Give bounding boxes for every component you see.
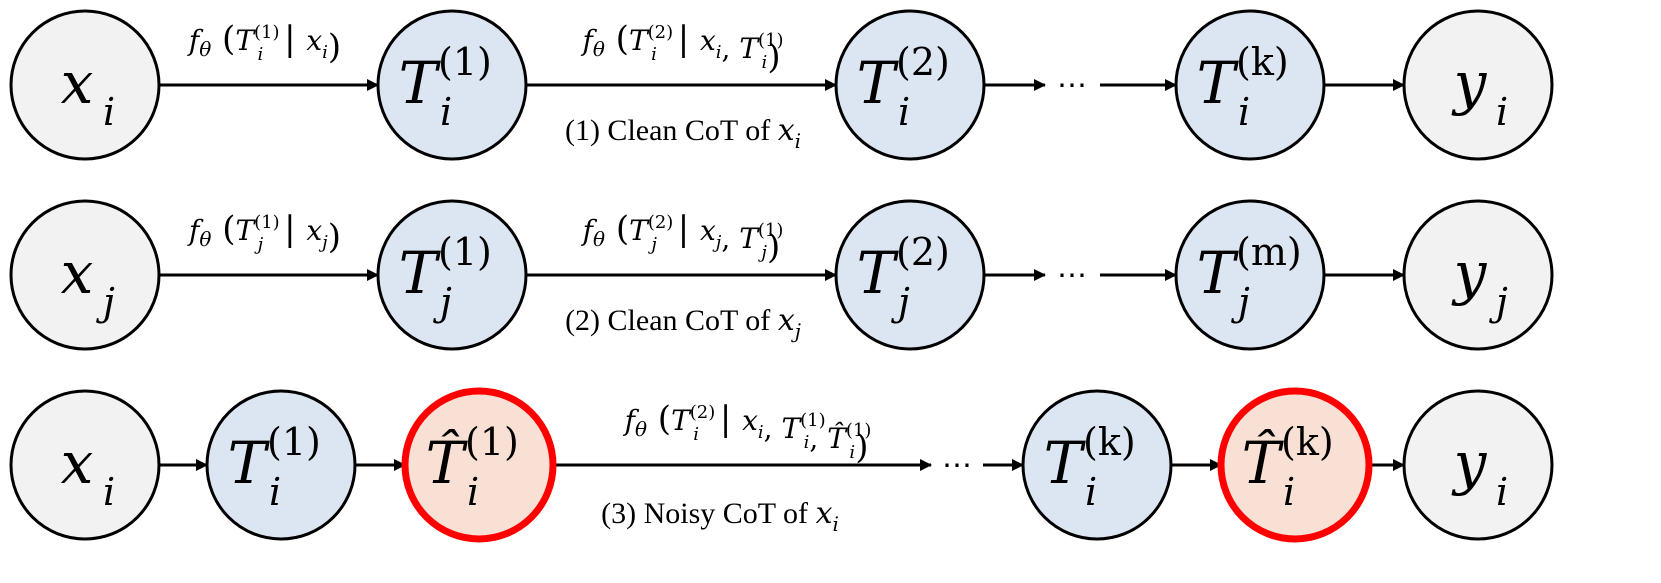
node-label: x xyxy=(61,429,94,497)
node-superscript: (1) xyxy=(465,420,519,464)
edge-probability-label: fθ (T(2)i | xi, T(1)i) xyxy=(580,19,783,77)
node-subscript: i xyxy=(440,90,452,134)
node-circle xyxy=(1174,9,1326,161)
node-circle xyxy=(401,387,557,543)
node-subscript: i xyxy=(1085,470,1097,514)
node-circle xyxy=(9,9,161,161)
node-circle xyxy=(834,9,986,161)
node-subscript: i xyxy=(103,90,115,134)
row-caption: (3) Noisy CoT of xi xyxy=(601,496,839,536)
node-label: T xyxy=(1197,239,1240,307)
node-subscript: i xyxy=(467,470,479,514)
labels-layer: ⋯ fθ (T(1)i | xi) fθ (T(2)i | xi, T(1)i) (1… xyxy=(187,19,1087,536)
node-circle xyxy=(376,9,528,161)
node-label: y xyxy=(1451,49,1488,117)
node-superscript: (1) xyxy=(267,420,321,464)
node-label: x xyxy=(61,239,94,307)
node-label: T xyxy=(1197,49,1240,117)
node-label: T̂ xyxy=(426,428,469,497)
edge-probability-label: fθ (T(1)j | xj) xyxy=(187,209,341,257)
node-circle xyxy=(1402,9,1554,161)
node-label: y xyxy=(1451,239,1488,307)
node-superscript: (k) xyxy=(1281,420,1334,464)
node-noisy: T̂i (1) xyxy=(401,387,557,543)
node-circle xyxy=(1174,199,1326,351)
node-label: y xyxy=(1451,429,1488,497)
node-superscript: (m) xyxy=(1236,230,1302,274)
node-subscript: i xyxy=(103,470,115,514)
node-superscript: (k) xyxy=(1236,40,1289,84)
node-superscript: (2) xyxy=(896,40,950,84)
node-superscript: (1) xyxy=(438,40,492,84)
node-circle xyxy=(1402,199,1554,351)
node-circle xyxy=(834,199,986,351)
edges-layer xyxy=(159,79,1405,471)
node-label: T xyxy=(399,49,442,117)
ellipsis: ⋯ xyxy=(942,449,972,482)
node-subscript: i xyxy=(1496,90,1508,134)
node-circle xyxy=(1021,389,1173,541)
node-label: T̂ xyxy=(1242,428,1285,497)
node-circle xyxy=(9,389,161,541)
node-subscript: i xyxy=(269,470,281,514)
edge-probability-label: fθ (T(1)i | xi) xyxy=(187,19,341,67)
row-caption: (2) Clean CoT of xj xyxy=(565,303,801,343)
ellipsis: ⋯ xyxy=(1057,259,1087,292)
node-superscript: (k) xyxy=(1083,420,1136,464)
node-label: T xyxy=(1044,429,1087,497)
node-circle xyxy=(9,199,161,351)
edge-probability-label: fθ (T(2)i | xi, T(1)i, T̂(1)i) xyxy=(623,399,872,467)
node-circle xyxy=(1402,389,1554,541)
node-subscript: i xyxy=(898,90,910,134)
edge-probability-label: fθ (T(2)j | xj, T(1)j) xyxy=(581,209,784,267)
node-superscript: (1) xyxy=(438,230,492,274)
node-circle xyxy=(376,199,528,351)
node-label: x xyxy=(61,49,94,117)
ellipsis: ⋯ xyxy=(1057,69,1087,102)
node-noisy: T̂i (k) xyxy=(1217,387,1373,543)
node-circle xyxy=(205,389,357,541)
node-circle xyxy=(1217,387,1373,543)
node-subscript: i xyxy=(1496,470,1508,514)
node-label: T xyxy=(857,49,900,117)
node-label: T xyxy=(857,239,900,307)
node-label: T xyxy=(399,239,442,307)
node-superscript: (2) xyxy=(896,230,950,274)
node-subscript: i xyxy=(1238,90,1250,134)
node-label: T xyxy=(228,429,271,497)
node-subscript: i xyxy=(1283,470,1295,514)
row-caption: (1) Clean CoT of xi xyxy=(565,113,801,153)
